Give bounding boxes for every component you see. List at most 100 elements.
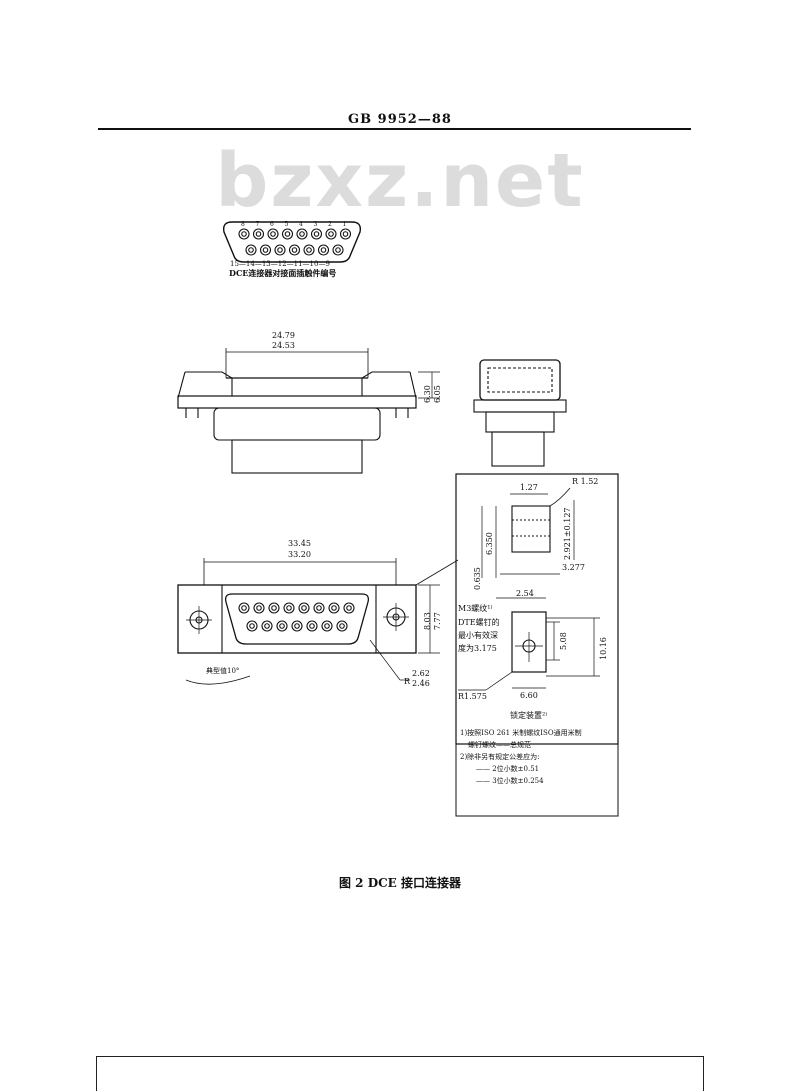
pin-contact-bottom-2-core (277, 247, 283, 253)
m3-note-line3: 最小有效深 (458, 630, 498, 640)
pin-layout-figure (222, 221, 362, 263)
dim-flange-min: 33.20 (288, 550, 311, 559)
dim-detail-3-277: 3.277 (562, 563, 585, 572)
pin-contact-bottom-4 (303, 244, 315, 256)
pin-contact-bottom-4-core (306, 247, 312, 253)
dim-detail-0-635: 0.635 (473, 567, 482, 590)
front-pin-top-4 (298, 602, 310, 614)
front-pin-top-1 (253, 602, 265, 614)
dim-detail-2-921: 2.921±0.127 (563, 507, 572, 560)
front-pin-bottom-5-core (324, 623, 330, 629)
front-pin-bottom-0-core (249, 623, 255, 629)
pin-contact-bottom-6 (332, 244, 344, 256)
dim-width-top-max: 24.79 (272, 331, 295, 340)
front-pin-bottom-3-core (294, 623, 300, 629)
pin-contact-top-3-core (284, 231, 291, 237)
front-pin-top-3-core (286, 605, 292, 611)
pin-contact-top-0 (238, 228, 250, 240)
pin-contact-bottom-1-core (262, 247, 269, 253)
front-pin-bottom-5 (321, 620, 333, 632)
dim-detail-r-1-52: R 1.52 (572, 477, 598, 486)
front-pin-bottom-4 (306, 620, 318, 632)
front-pin-top-7-core (346, 605, 352, 611)
front-view-figure (177, 558, 459, 685)
detail-box (455, 473, 619, 817)
front-pin-top-1-core (256, 605, 262, 611)
front-pin-top-2-core (271, 605, 277, 611)
note2-line3: —— 3位小数±0.254 (476, 776, 544, 785)
locking-label: 锁定装置²⁾ (510, 710, 547, 720)
note2-line1: 2)除非另有规定公差应为: (460, 752, 540, 761)
dim-radius-min: 2.46 (412, 679, 430, 688)
pin-contact-top-7 (339, 228, 352, 240)
front-pin-bottom-1-core (264, 623, 270, 629)
pin-layout-label: DCE连接器对接面插触件编号 (229, 268, 336, 278)
front-pin-top-7 (343, 602, 355, 614)
dim-detail-10-16: 10.16 (599, 637, 608, 660)
pin-contact-bottom-3-core (291, 247, 298, 253)
dim-detail-2-54: 2.54 (516, 589, 534, 598)
header-rule (98, 128, 691, 130)
dim-detail-6-60: 6.60 (520, 691, 538, 700)
pin-number-label: 4 (299, 221, 303, 228)
front-pin-top-0-core (241, 605, 247, 611)
m3-note-line1: M3螺纹¹⁾ (458, 603, 492, 613)
front-pin-bottom-1 (261, 620, 273, 632)
dim-width-top-min: 24.53 (272, 341, 295, 350)
pin-number-label: 6 (270, 221, 274, 228)
pin-contact-top-0-core (241, 231, 247, 237)
pin-contact-top-4 (296, 228, 308, 240)
dim-detail-5-08: 5.08 (559, 632, 568, 650)
pin-contact-top-7-core (342, 231, 349, 237)
dim-detail-1-27: 1.27 (520, 483, 538, 492)
pin-contact-top-4-core (299, 231, 305, 237)
note1-line1: 1)按照ISO 261 米制螺纹ISO通用米制 (460, 728, 582, 737)
pin-contact-bottom-0 (245, 244, 257, 256)
watermark: bzxz.net (215, 138, 585, 224)
front-pin-top-0 (238, 602, 250, 614)
pin-number-label: 8 (241, 221, 245, 228)
dim-radius-max: 2.62 (412, 669, 430, 678)
dim-side-min: 7.77 (433, 612, 442, 630)
front-pin-top-6 (328, 602, 340, 614)
front-pin-top-2 (268, 602, 280, 614)
dim-flange-max: 33.45 (288, 539, 311, 548)
pin-number-label: 1 (343, 221, 347, 228)
side-view-figure (177, 348, 440, 474)
dim-height-min: 6.05 (433, 385, 442, 403)
front-pin-top-4-core (301, 605, 307, 611)
pin-number-label: 7 (256, 221, 260, 228)
pin-labels-bottom: 15—14—13—12—11—10—9 (230, 260, 330, 268)
dim-detail-6-350: 6.350 (485, 532, 494, 555)
pin-contact-bottom-5 (317, 244, 330, 256)
dim-detail-r-1-575: R1.575 (458, 692, 487, 701)
m3-note-line4: 度为3.175 (458, 643, 497, 653)
pin-contact-top-2-core (270, 231, 276, 237)
dim-radius-symbol: R (404, 677, 411, 686)
figure-caption: 图 2 DCE 接口连接器 (339, 876, 461, 890)
pin-contact-top-5-core (313, 231, 320, 237)
front-pin-top-5-core (316, 605, 322, 611)
pin-number-label: 2 (328, 221, 332, 228)
dim-height-max: 6.30 (423, 385, 432, 403)
dim-typical-angle: 典型值10° (206, 666, 239, 675)
front-pin-bottom-6-core (339, 623, 345, 629)
front-pin-bottom-2 (276, 620, 288, 632)
front-pin-top-5 (313, 602, 325, 614)
pin-contact-top-6-core (328, 231, 334, 237)
pin-contact-bottom-6-core (335, 247, 341, 253)
pin-number-label: 3 (314, 221, 318, 228)
note1-line2: 螺钉螺纹——总规范 (468, 740, 531, 749)
pin-contact-bottom-0-core (248, 247, 254, 253)
front-pin-bottom-3 (291, 620, 303, 632)
front-pin-bottom-0 (246, 620, 258, 632)
front-pin-top-3 (283, 602, 295, 614)
pin-contact-top-2 (267, 228, 279, 240)
end-view-figure (473, 359, 567, 467)
pin-contact-bottom-1 (259, 244, 272, 256)
pin-contact-top-1-core (255, 231, 262, 237)
dim-side-max: 8.03 (423, 612, 432, 630)
front-pin-bottom-6 (336, 620, 348, 632)
